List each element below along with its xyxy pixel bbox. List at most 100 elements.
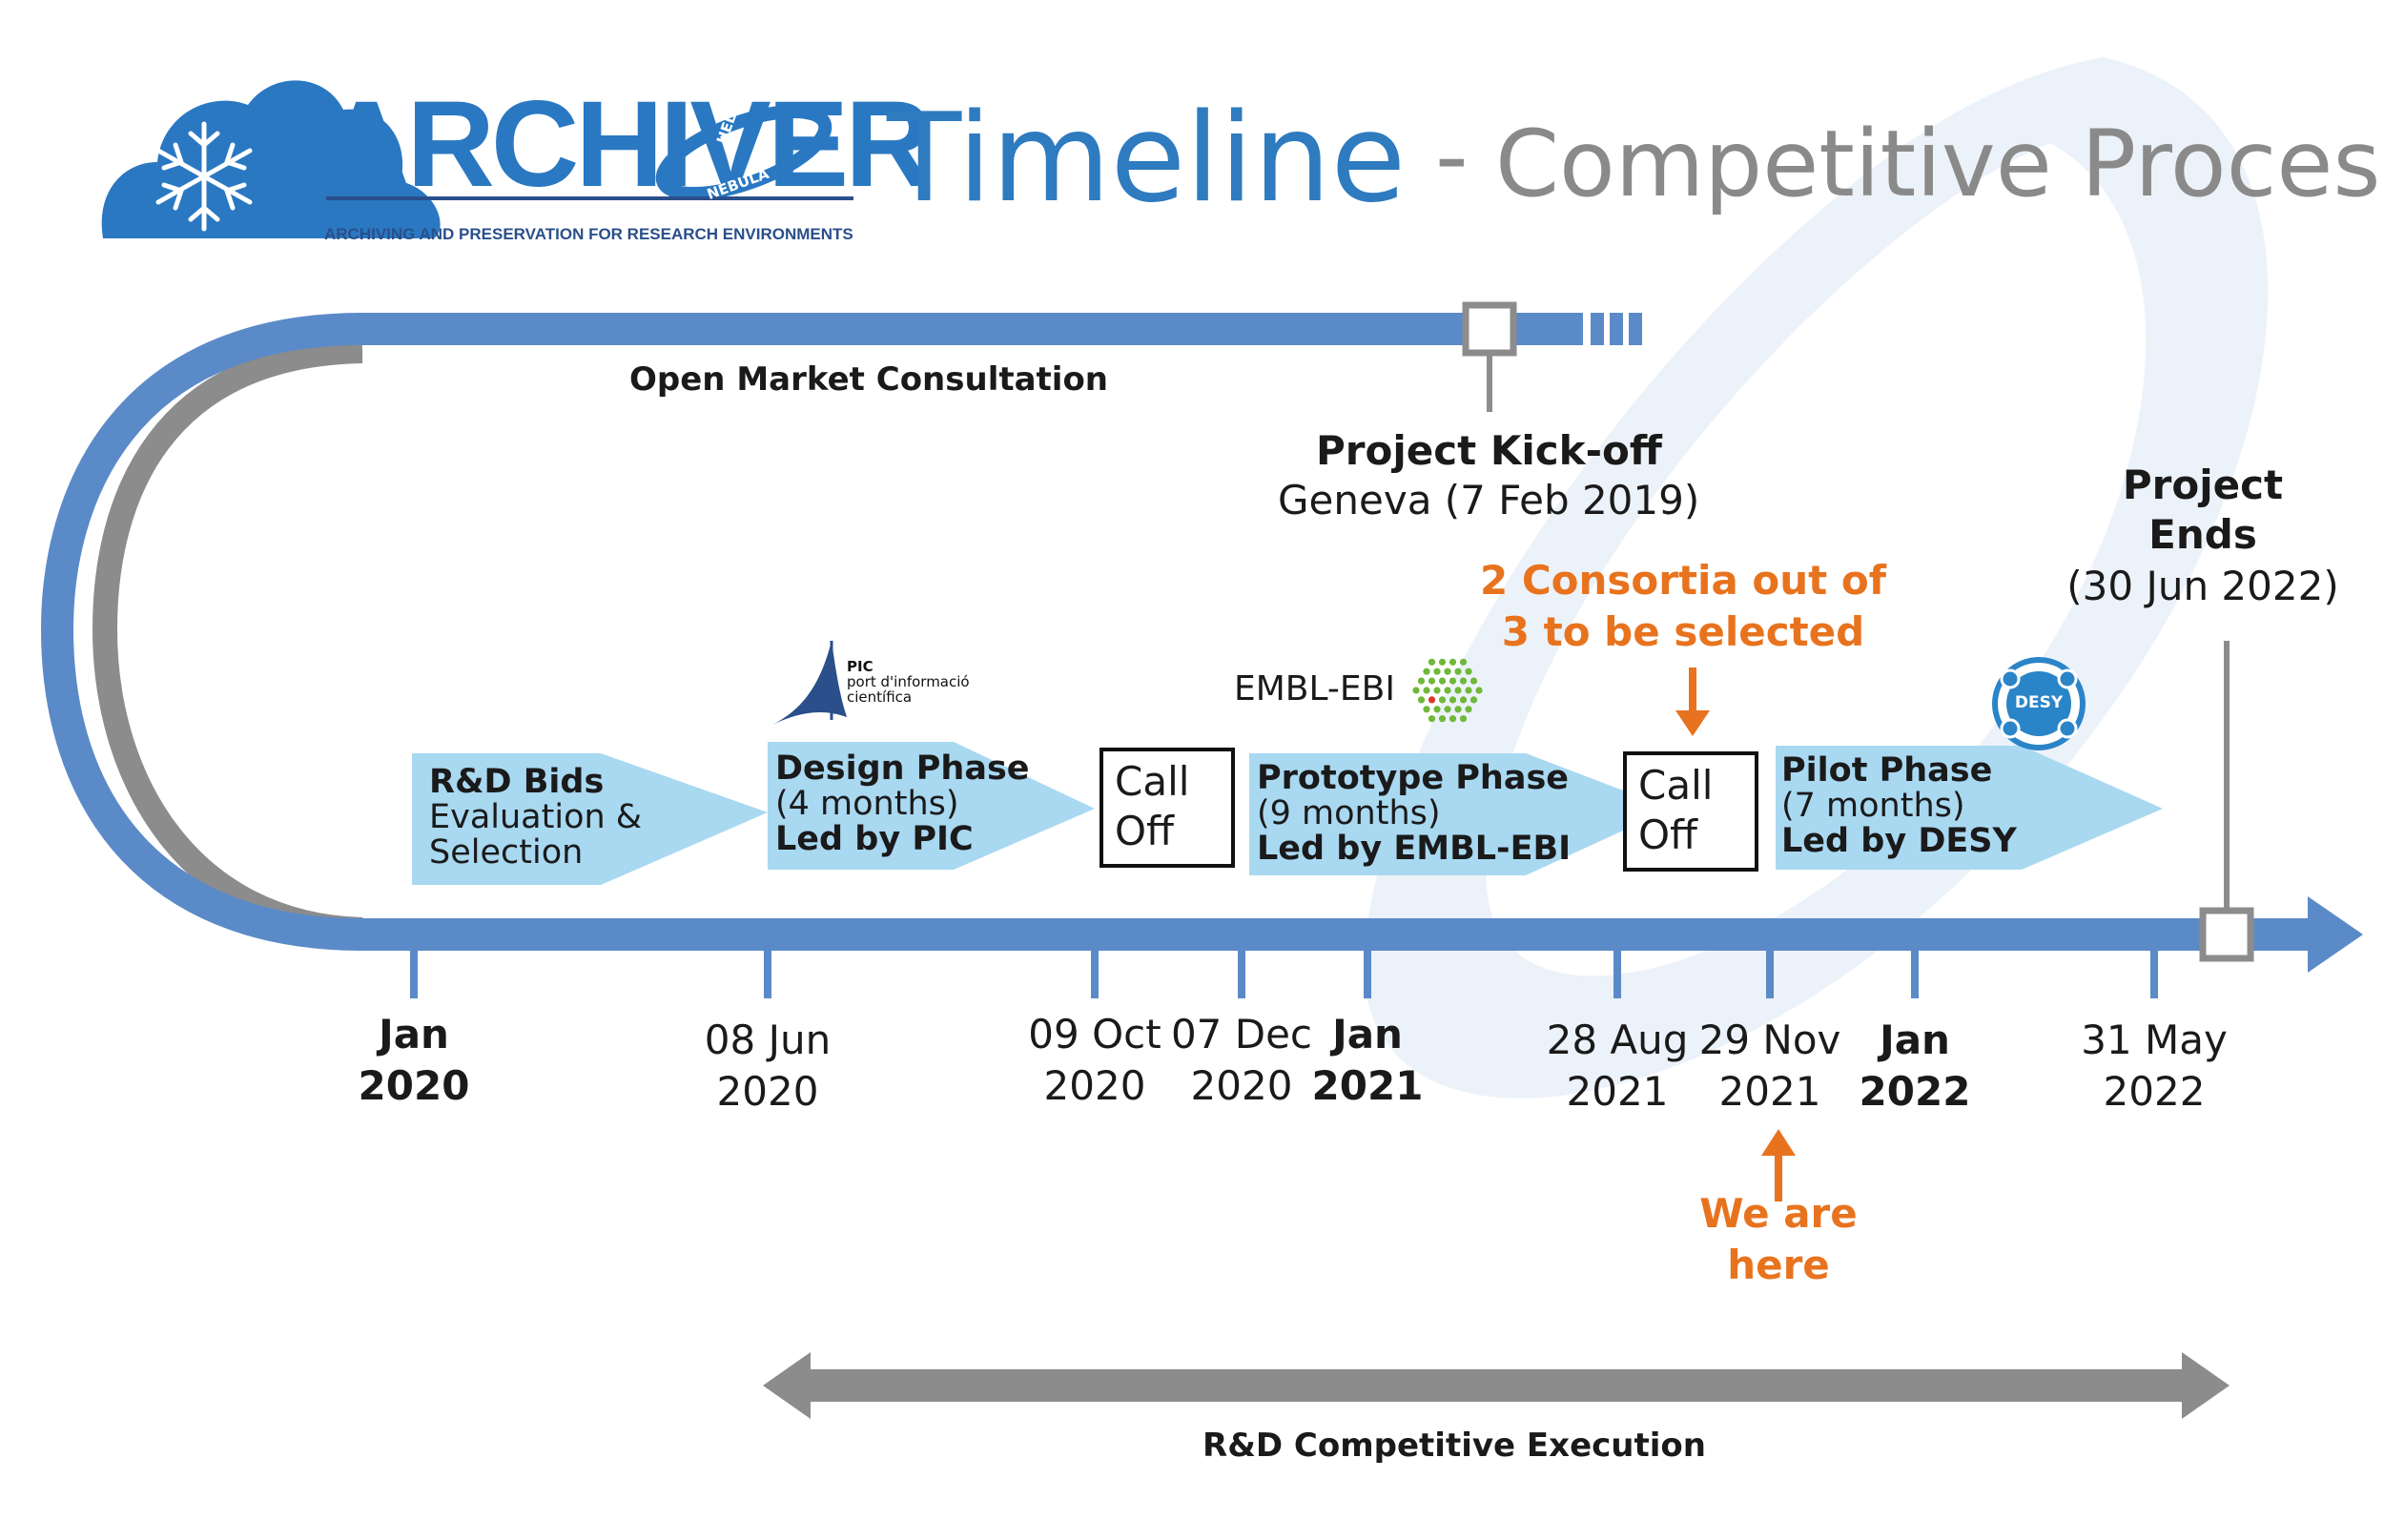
logo-tagline: ARCHIVING AND PRESERVATION FOR RESEARCH … [324,225,853,243]
hexagon-dot [1428,658,1436,666]
hexagon-dot [1428,696,1436,704]
top-track-dash [1610,313,1623,345]
hexagon-dot [1438,677,1447,685]
hexagon-dot [1449,715,1457,723]
title-separator: - [1435,103,1469,210]
tick-mark [1613,951,1621,998]
hexagon-dot [1465,667,1472,675]
hexagon-dot [1438,715,1447,723]
we-are-here-up-arrow-icon [1761,1129,1796,1201]
hexagon-dot [1438,696,1447,704]
top-track-dash [1591,313,1604,345]
phase-line2: (9 months) [1257,794,1441,832]
phase-line2: (4 months) [775,785,959,823]
end-square-marker-icon [2199,907,2254,962]
hexagon-dot [1459,696,1468,704]
tick-marks [410,951,2158,998]
pic-logo-line2: científica [847,688,913,706]
hexagon-dot [1438,658,1447,666]
consortia-note-line2: 3 to be selected [1501,608,1865,655]
call-off-box-1: Call Off [1100,748,1235,868]
phase-arrow-rnd-bids [412,753,768,885]
bottom-track-arrowhead [2308,896,2363,973]
phase-line2: (7 months) [1781,787,1965,825]
phase-line3: Led by EMBL-EBI [1257,830,1572,868]
logo-wordmark: ARCHIVER [322,76,933,213]
top-track [358,313,1583,345]
project-ends-title-line1: Project [2122,462,2284,508]
hexagon-dot [1465,706,1472,713]
hexagon-dot [1454,687,1462,694]
hexagon-dot [1459,658,1468,666]
phase-title: Prototype Phase [1257,759,1570,797]
phase-prototype: Prototype Phase (9 months) Led by EMBL-E… [1257,761,1571,867]
hexagon-dot [1469,677,1478,685]
kickoff-square-marker-icon [1462,301,1517,357]
call-off-line1: Call [1115,758,1190,805]
project-ends-title-line2: Ends [2148,511,2257,558]
embl-ebi-logo-text: EMBL-EBI [1234,669,1395,708]
phase-rnd-bids: R&D Bids Evaluation & Selection [429,765,642,871]
phase-design: Design Phase (4 months) Led by PIC [775,751,1030,857]
hexagon-dot [1412,687,1420,694]
background-swoosh [1363,57,2269,1099]
phase-title: Pilot Phase [1781,751,1993,790]
phase-pilot: Pilot Phase (7 months) Led by DESY [1781,753,2017,859]
page-title: Timeline [887,88,1407,230]
tick-mark [1911,951,1919,998]
phase-line2: Evaluation & [429,798,643,836]
hexagon-dot [1454,706,1462,713]
kickoff-detail: Geneva (7 Feb 2019) [1278,477,1700,524]
project-ends-detail: (30 Jun 2022) [2066,563,2339,609]
phase-arrow-prototype [1249,753,1671,875]
we-are-here-line2: here [1727,1242,1830,1288]
hexagon-dot [1423,687,1430,694]
tick-mark [1766,951,1774,998]
hexagon-dot [1417,677,1426,685]
hexagon-dot [1423,667,1430,675]
hexagon-dot [1449,677,1457,685]
hexagon-dot [1433,687,1441,694]
call-off-line2: Off [1638,811,1697,858]
hexagon-dot [1428,677,1436,685]
desy-logo-text: DESY [2014,693,2064,712]
hexagon-dot [1433,706,1441,713]
phase-title: R&D Bids [429,763,605,801]
kickoff-title: Project Kick-off [1316,427,1662,474]
phase-line3: Selection [429,833,584,872]
tick-mark [1238,951,1245,998]
hexagon-dot [1465,687,1472,694]
hexagon-dot [1444,687,1451,694]
hexagon-dot [1469,696,1478,704]
hexagon-dot [1449,658,1457,666]
tick-mark [410,951,418,998]
phase-arrow-design [768,742,1095,870]
tick-mark [1091,951,1099,998]
call-off-box-2: Call Off [1623,751,1758,872]
hexagon-dot [1475,687,1483,694]
hexagon-dots-icon [1412,658,1483,723]
hexagon-dot [1423,706,1430,713]
hexagon-dot [1428,715,1436,723]
track-curve [40,313,363,951]
competitive-execution-label: R&D Competitive Execution [1202,1427,1706,1465]
desy-network-icon [1992,657,2086,750]
pic-logo-name: PIC [847,658,873,675]
logo-ring-icon [655,104,832,201]
tick-mark [764,951,771,998]
track-shadow [92,339,363,942]
tick-mark [1364,951,1371,998]
phase-arrow-pilot [1776,746,2163,870]
open-market-consultation-label: Open Market Consultation [629,360,1109,399]
hexagon-dot [1444,667,1451,675]
pic-tent-icon [772,641,847,725]
